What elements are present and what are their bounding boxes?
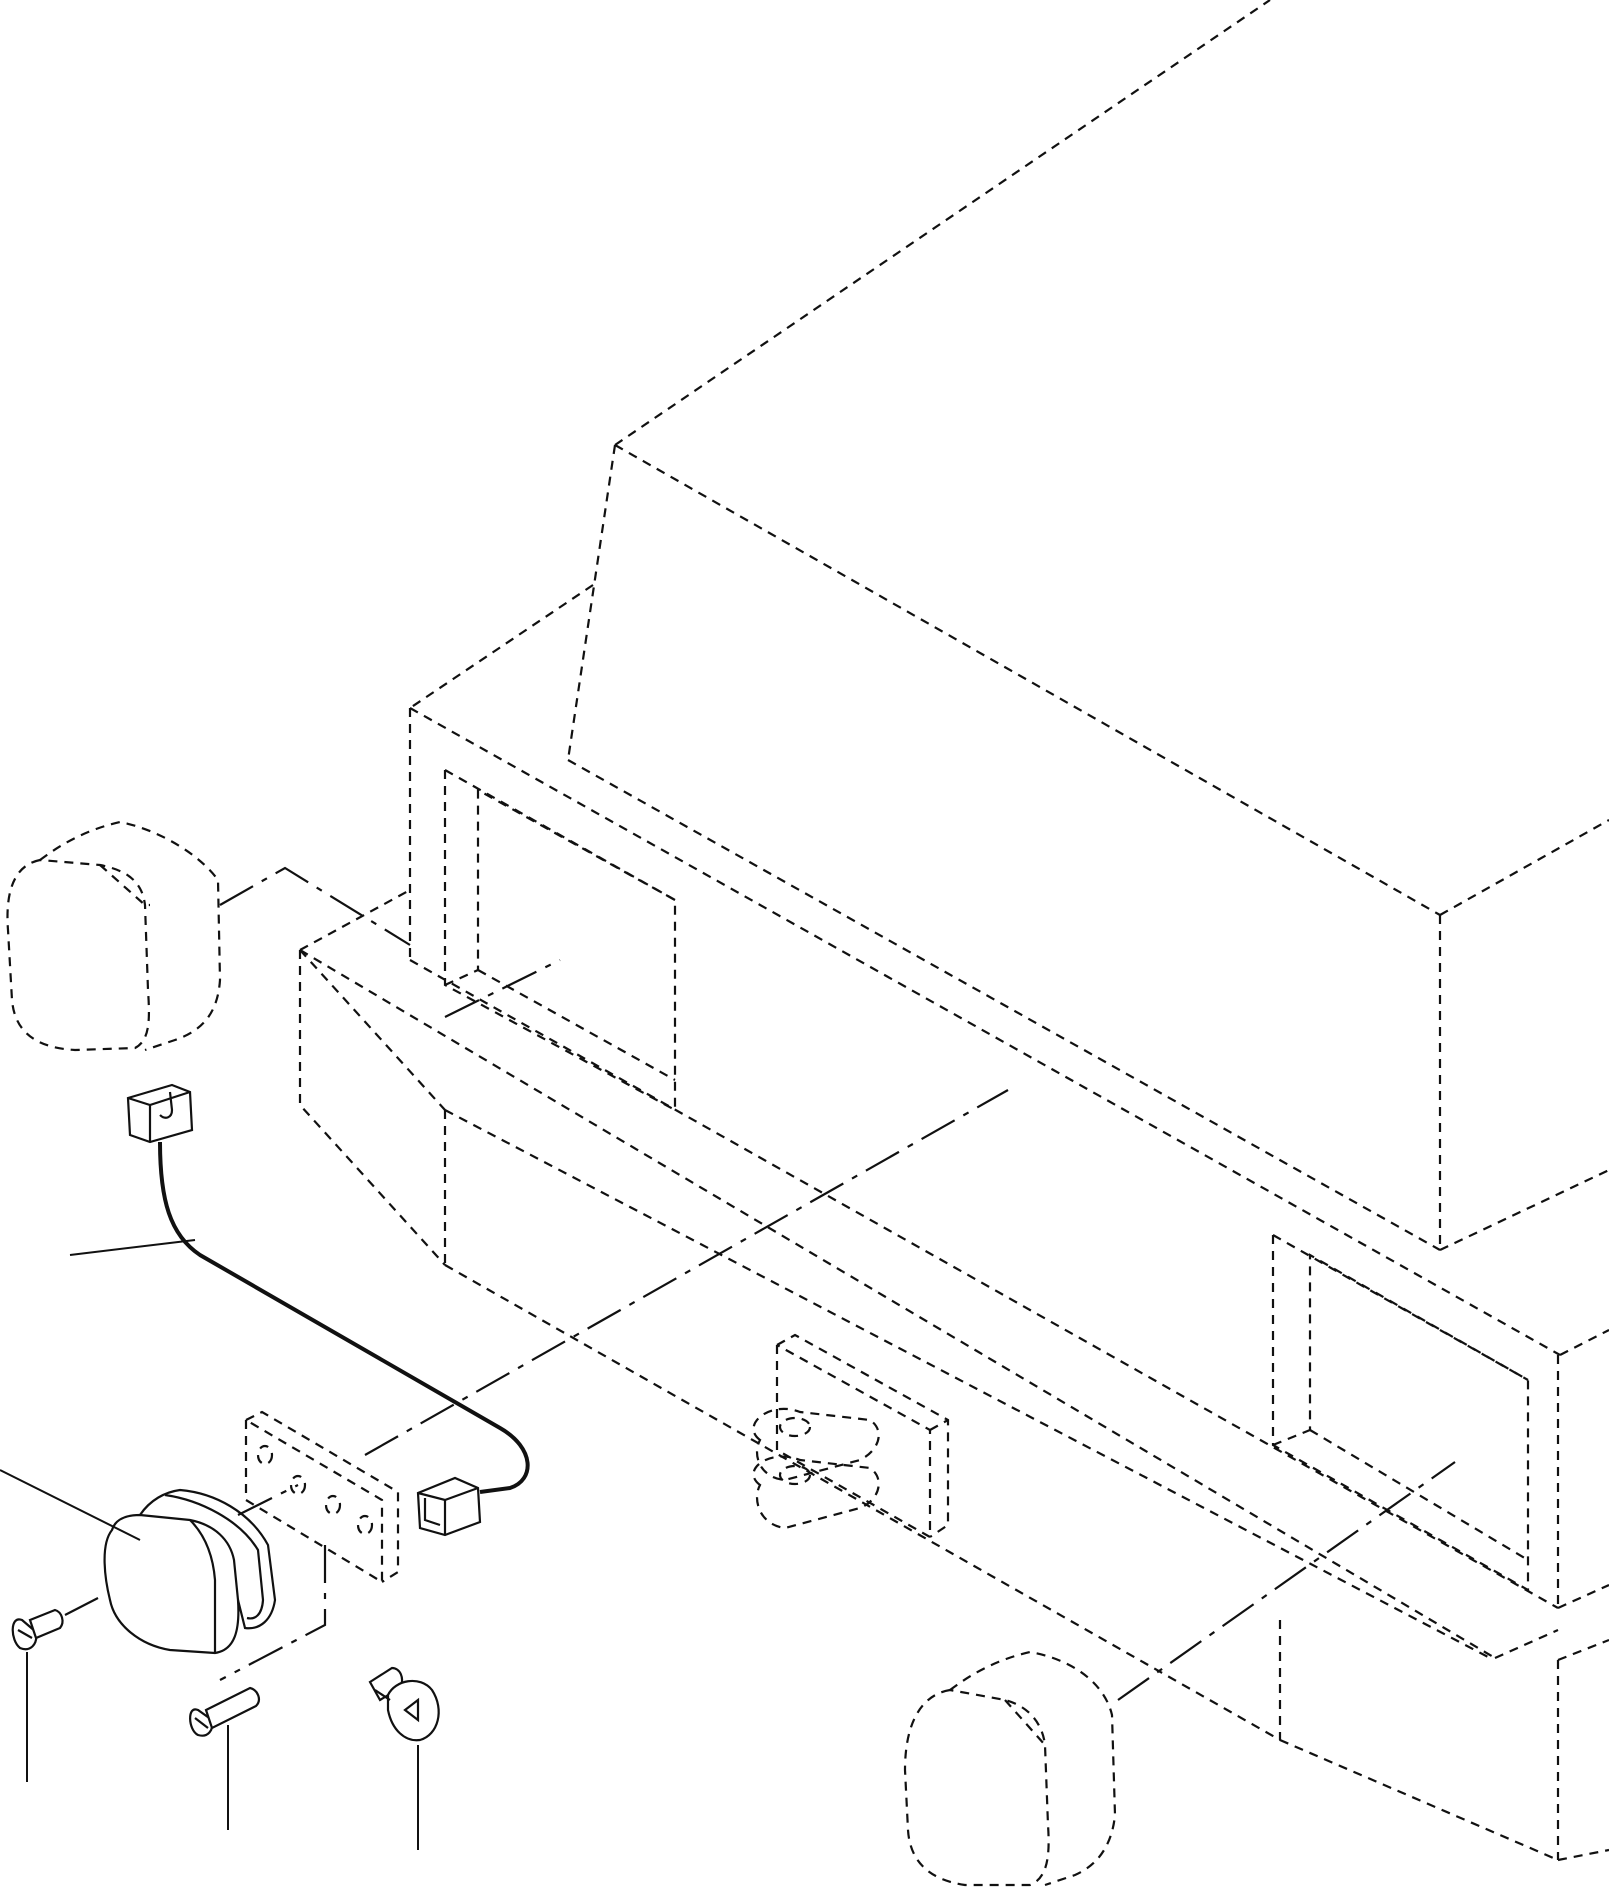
lamp-upper-installed-phantom xyxy=(6,820,411,1052)
bulb xyxy=(368,1666,440,1742)
cab-phantom-outline xyxy=(408,0,1609,1610)
tow-hook-phantom xyxy=(752,1333,950,1539)
mounting-bracket xyxy=(219,1410,400,1681)
assembly-axis-lines xyxy=(364,959,1009,1456)
connector-upper xyxy=(126,1083,194,1144)
left-grille-phantom xyxy=(443,769,677,1112)
leader-cable xyxy=(69,1239,196,1256)
work-lamp xyxy=(103,1488,277,1655)
connector-lower xyxy=(416,1476,482,1537)
wire-harness xyxy=(158,1141,530,1494)
screw-long xyxy=(189,1686,260,1737)
screw-short xyxy=(11,1597,99,1651)
lamp-lower-phantom xyxy=(903,1461,1456,1887)
right-grille-phantom xyxy=(1271,1234,1530,1592)
bumper-phantom xyxy=(298,889,1609,1862)
leader-lamp xyxy=(0,1469,141,1541)
callout-leaders xyxy=(0,1239,419,1850)
